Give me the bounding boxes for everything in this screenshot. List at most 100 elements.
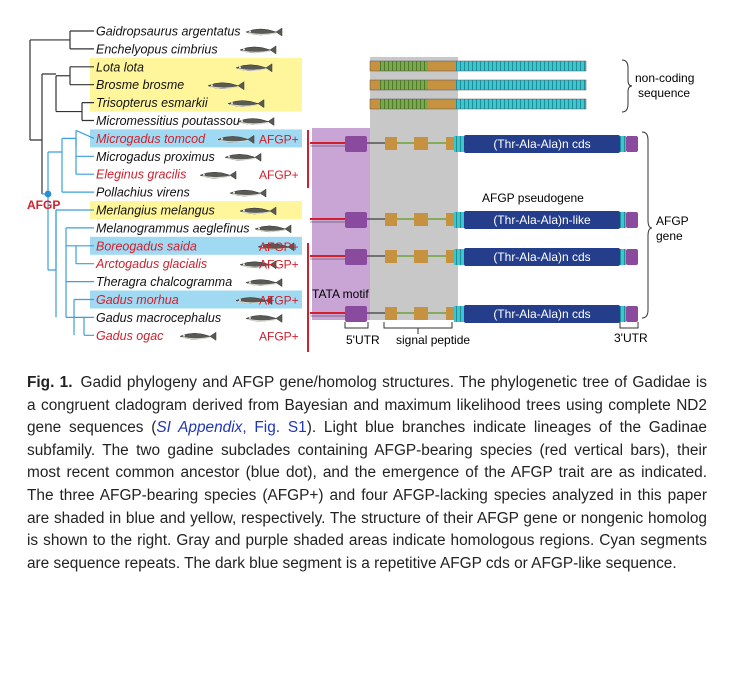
pseudogene-label: AFGP pseudogene bbox=[482, 191, 584, 205]
fish-icon bbox=[199, 170, 237, 180]
gene-structure-group: (Thr-Ala-Ala)n cds (Thr-Ala-Ala)n-like (Th… bbox=[310, 60, 638, 323]
shade-blue-4 bbox=[90, 236, 302, 255]
species-label: Brosme brosme bbox=[96, 78, 184, 92]
fish-icon bbox=[239, 206, 277, 216]
afgp-gene-brace bbox=[641, 131, 653, 319]
tree-branch bbox=[69, 30, 94, 50]
tree-branch bbox=[42, 73, 82, 113]
species-label: Gaidropsaurus argentatus bbox=[96, 25, 241, 39]
fish-icon bbox=[207, 81, 245, 91]
fish-icon bbox=[239, 260, 277, 270]
tata-motif-label: TATA motif bbox=[312, 287, 369, 301]
species-label: Eleginus gracilis bbox=[96, 168, 186, 182]
species-label: Lota lota bbox=[96, 60, 144, 74]
utr3-label: 3'UTR bbox=[614, 331, 648, 345]
caption-text-1: Gadid phylogeny and AFGP gene/homolog st… bbox=[27, 374, 708, 437]
cds-label: (Thr-Ala-Ala)n cds bbox=[493, 137, 590, 151]
afgp-plus-label: AFGP+ bbox=[259, 132, 299, 146]
noncoding-label-line2: sequence bbox=[638, 86, 690, 100]
afgp-gene-1: (Thr-Ala-Ala)n cds bbox=[310, 135, 638, 153]
common-ancestor-dot bbox=[44, 190, 52, 198]
afgp-plus-label-group: AFGP+AFGP+AFGP+AFGP+AFGP+AFGP+ bbox=[259, 132, 299, 343]
fish-icon bbox=[237, 117, 275, 126]
tree-branch bbox=[65, 227, 94, 318]
fish-icon bbox=[224, 152, 262, 162]
species-label: Arctogadus glacialis bbox=[95, 257, 207, 271]
species-label: Gadus morhua bbox=[96, 293, 179, 307]
shade-blue-2 bbox=[90, 129, 302, 148]
cds-label: (Thr-Ala-Ala)n-like bbox=[493, 213, 591, 227]
fish-icon bbox=[179, 331, 217, 341]
fish-icon bbox=[254, 224, 292, 234]
utr5-bracket bbox=[344, 322, 369, 329]
tree-branch bbox=[66, 299, 75, 336]
tree-branch bbox=[48, 210, 57, 318]
phylogenetic-tree bbox=[29, 30, 95, 336]
fish-icon bbox=[229, 188, 267, 198]
species-label: Trisopterus esmarkii bbox=[96, 96, 209, 110]
species-label: Pollachius virens bbox=[96, 186, 190, 200]
fish-icon bbox=[245, 313, 283, 323]
gray-homology-region bbox=[370, 57, 458, 320]
species-label: Theragra chalcogramma bbox=[96, 275, 232, 289]
fish-icon bbox=[239, 45, 277, 55]
afgp-gene-3: (Thr-Ala-Ala)n cds bbox=[310, 248, 638, 266]
caption-text-2: ). Light blue branches indicate lineages… bbox=[27, 419, 707, 572]
afgp-gene-label-line2: gene bbox=[656, 229, 683, 243]
noncoding-label-line1: non-coding bbox=[635, 71, 694, 85]
afgp-plus-label: AFGP+ bbox=[259, 294, 299, 308]
cds-label: (Thr-Ala-Ala)n cds bbox=[493, 307, 590, 321]
tree-branch bbox=[48, 138, 63, 193]
tree-branch bbox=[62, 130, 77, 147]
fish-icon bbox=[245, 27, 283, 37]
species-label: Gadus macrocephalus bbox=[96, 311, 221, 325]
fish-icon bbox=[235, 296, 273, 305]
afgp-plus-label: AFGP+ bbox=[259, 240, 299, 254]
shade-yellow-1 bbox=[90, 93, 302, 112]
species-label: Microgadus proximus bbox=[96, 150, 215, 164]
cds-label: (Thr-Ala-Ala)n cds bbox=[493, 250, 590, 264]
afgp-gene-label-line1: AFGP bbox=[656, 214, 689, 228]
species-shading-group bbox=[90, 57, 302, 309]
tree-branch bbox=[75, 129, 95, 157]
species-label: Melanogrammus aeglefinus bbox=[96, 221, 250, 235]
shade-blue-5 bbox=[90, 290, 302, 309]
figure-caption: Fig. 1.Gadid phylogeny and AFGP gene/hom… bbox=[27, 372, 707, 575]
afgp-gene-2: (Thr-Ala-Ala)n-like bbox=[310, 211, 638, 229]
figure-number: Fig. 1. bbox=[27, 374, 73, 391]
noncoding-brace bbox=[621, 59, 633, 113]
utr3-bracket bbox=[619, 322, 639, 329]
noncoding-gene-3 bbox=[369, 98, 587, 110]
fish-icon-group bbox=[179, 27, 295, 341]
fish-icon bbox=[257, 242, 295, 252]
noncoding-gene-1 bbox=[369, 60, 587, 72]
tree-branch bbox=[66, 245, 94, 265]
species-label: Boreogadus saida bbox=[96, 239, 197, 253]
species-label: Merlangius melangus bbox=[96, 204, 215, 218]
fish-icon bbox=[217, 134, 255, 144]
signal-peptide-label: signal peptide bbox=[396, 333, 470, 347]
shade-yellow-3 bbox=[90, 201, 302, 219]
species-label: Gadus ogac bbox=[96, 329, 164, 343]
fish-icon bbox=[235, 63, 273, 73]
tree-branch bbox=[75, 138, 94, 175]
afgp-plus-label: AFGP+ bbox=[259, 329, 299, 343]
shade-yellow-0 bbox=[90, 57, 302, 94]
fish-icon bbox=[245, 278, 283, 288]
si-appendix-link-italic: SI Appendix bbox=[156, 419, 243, 437]
si-appendix-link[interactable]: SI Appendix, Fig. S1 bbox=[156, 419, 306, 436]
signal-peptide-bracket bbox=[383, 322, 453, 334]
afgp-gene-4: (Thr-Ala-Ala)n cds bbox=[310, 305, 638, 323]
species-label: Enchelyopus cimbrius bbox=[96, 42, 218, 56]
afgp-node-label: AFGP bbox=[27, 198, 60, 212]
noncoding-gene-2 bbox=[369, 79, 587, 91]
si-appendix-link-rest: , Fig. S1 bbox=[242, 419, 307, 437]
species-label: Microgadus tomcod bbox=[96, 132, 206, 146]
fish-icon bbox=[227, 99, 265, 109]
species-label: Micromessitius poutassou bbox=[96, 114, 240, 128]
tree-branch bbox=[74, 298, 94, 336]
tree-branch bbox=[29, 39, 42, 141]
